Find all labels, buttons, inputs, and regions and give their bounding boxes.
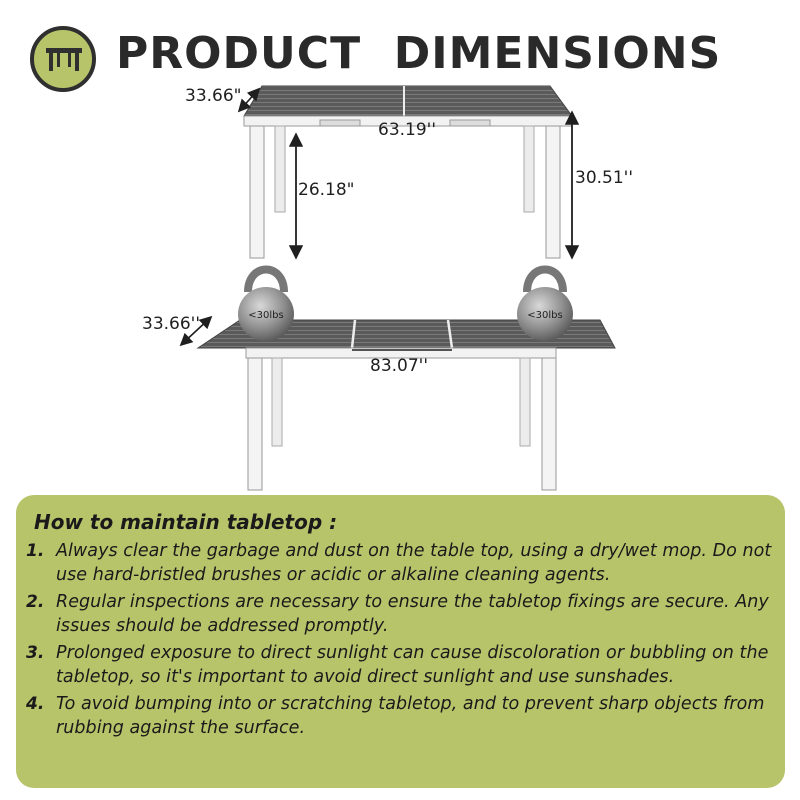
care-heading: How to maintain tabletop : (34, 510, 338, 534)
list-item-number: 4. (26, 694, 45, 714)
list-item-number: 1. (26, 541, 45, 561)
closed-depth-label: 33.66" (185, 86, 242, 106)
list-item: 1. Always clear the garbage and dust on … (26, 539, 778, 587)
table-closed (237, 85, 580, 260)
list-item-number: 3. (26, 643, 45, 663)
closed-length-label: 63.19'' (378, 120, 437, 140)
table-icon (46, 48, 82, 71)
list-item: 4. To avoid bumping into or scratching t… (26, 692, 778, 740)
list-item-text: Prolonged exposure to direct sunlight ca… (56, 643, 769, 687)
kettlebell-right-label: <30lbs (527, 310, 562, 321)
total-height-label: 30.51'' (575, 168, 634, 188)
logo-badge (30, 26, 96, 92)
extended-depth-label: 33.66'' (142, 314, 201, 334)
extended-length-label: 83.07'' (370, 356, 429, 376)
list-item: 3. Prolonged exposure to direct sunlight… (26, 641, 778, 689)
product-illustration: <30lbs <30lbs (179, 85, 616, 491)
care-list: 1. Always clear the garbage and dust on … (26, 539, 778, 743)
kettlebell-left: <30lbs (238, 265, 294, 341)
leg-clearance-label: 26.18" (298, 180, 355, 200)
kettlebell-left-label: <30lbs (248, 310, 283, 321)
page-title: PRODUCT DIMENSIONS (116, 28, 722, 79)
care-instructions-panel: How to maintain tabletop : 1. Always cle… (16, 495, 785, 788)
list-item-text: To avoid bumping into or scratching tabl… (56, 694, 765, 738)
kettlebell-right: <30lbs (517, 265, 573, 341)
list-item: 2. Regular inspections are necessary to … (26, 590, 778, 638)
list-item-text: Always clear the garbage and dust on the… (56, 541, 772, 585)
header: PRODUCT DIMENSIONS (0, 0, 800, 92)
list-item-text: Regular inspections are necessary to ens… (56, 592, 769, 636)
list-item-number: 2. (26, 592, 45, 612)
table-extended: <30lbs <30lbs (179, 265, 616, 491)
